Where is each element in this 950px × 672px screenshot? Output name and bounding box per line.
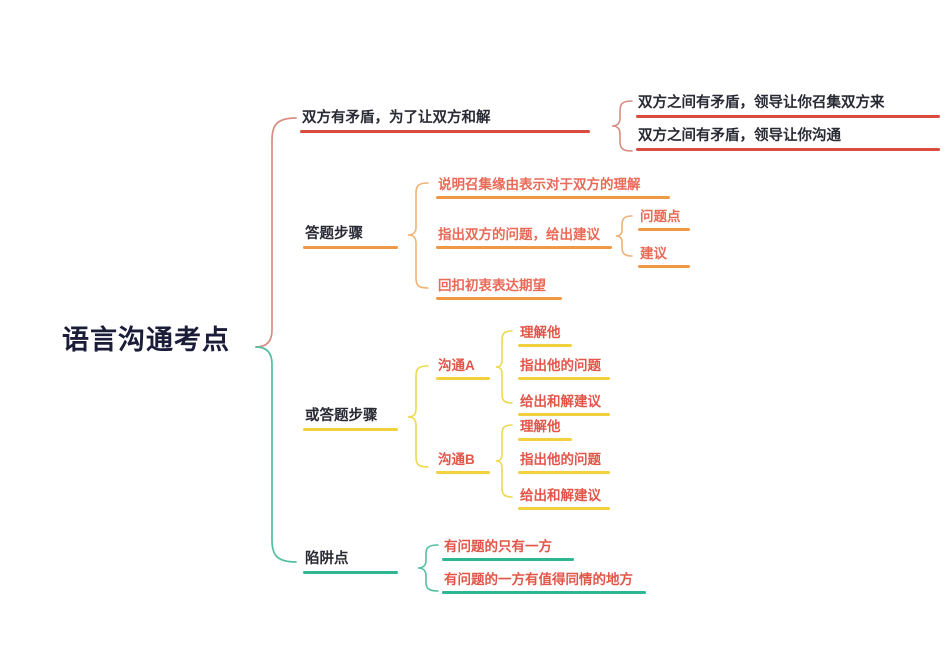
- branch-2-child-2-label: 指出双方的问题，给出建议: [438, 227, 600, 242]
- branch-4-underline: [303, 570, 398, 574]
- branch-4-child-1-underline: [442, 557, 574, 561]
- branch-2-child-2-sub-2-label: 建议: [640, 246, 667, 261]
- branch-4-brace: [417, 544, 439, 592]
- branch-3-child-1-node[interactable]: 沟通A: [436, 358, 490, 380]
- branch-3-child-1-sub-3-label: 给出和解建议: [520, 394, 601, 409]
- branch-3-child-2-sub-2-underline: [518, 470, 610, 474]
- branch-3-child-2-sub-2-label: 指出他的问题: [520, 452, 601, 467]
- root-brace-lower: [255, 346, 297, 563]
- branch-3-child-1-underline: [436, 376, 490, 380]
- branch-3-child-2-label: 沟通B: [438, 452, 475, 467]
- branch-3-child-2-node[interactable]: 沟通B: [436, 452, 490, 474]
- branch-2-child-1-underline: [436, 195, 670, 199]
- branch-2-child-1-label: 说明召集缘由表示对于双方的理解: [438, 177, 641, 192]
- branch-2-child-3-node[interactable]: 回扣初衷表达期望: [436, 278, 562, 300]
- branch-3-child-1-sub-1-underline: [518, 343, 572, 347]
- branch-1-child-1-label: 双方之间有矛盾，领导让你召集双方来: [638, 95, 885, 111]
- branch-3-child-1-sub-3-underline: [518, 412, 610, 416]
- branch-2-child-2-sub-1-underline: [638, 227, 690, 231]
- branch-3-child-2-sub-3-underline: [518, 506, 610, 510]
- branch-2-child-2-node[interactable]: 指出双方的问题，给出建议: [436, 227, 612, 249]
- branch-1-node[interactable]: 双方有矛盾，为了让双方和解: [300, 110, 590, 133]
- root-node-label: 语言沟通考点: [62, 325, 230, 355]
- branch-2-child-2-sub-2-node[interactable]: 建议: [638, 246, 690, 268]
- branch-3-child-2-brace: [495, 424, 513, 498]
- branch-2-child-2-brace: [615, 215, 633, 257]
- branch-3-child-1-label: 沟通A: [438, 358, 475, 373]
- branch-2-child-3-underline: [436, 296, 562, 300]
- branch-3-child-1-sub-2-label: 指出他的问题: [520, 358, 601, 373]
- branch-1-child-2-underline: [636, 147, 940, 151]
- branch-2-label: 答题步骤: [305, 226, 363, 242]
- branch-4-child-2-underline: [442, 590, 646, 594]
- branch-3-child-2-sub-3-label: 给出和解建议: [520, 488, 601, 503]
- branch-3-child-1-sub-1-node[interactable]: 理解他: [518, 325, 572, 347]
- branch-3-child-2-sub-3-node[interactable]: 给出和解建议: [518, 488, 610, 510]
- branch-4-child-2-node[interactable]: 有问题的一方有值得同情的地方: [442, 572, 646, 594]
- branch-3-child-2-underline: [436, 470, 490, 474]
- branch-2-node[interactable]: 答题步骤: [303, 226, 398, 249]
- branch-2-child-1-node[interactable]: 说明召集缘由表示对于双方的理解: [436, 177, 670, 199]
- branch-4-label: 陷阱点: [305, 551, 349, 567]
- branch-2-child-3-label: 回扣初衷表达期望: [438, 278, 546, 293]
- branch-2-child-2-sub-1-node[interactable]: 问题点: [638, 209, 690, 231]
- branch-1-child-1-node[interactable]: 双方之间有矛盾，领导让你召集双方来: [636, 95, 940, 118]
- branch-2-child-2-sub-1-label: 问题点: [640, 209, 681, 224]
- branch-3-child-1-brace: [495, 330, 513, 404]
- root-brace-upper: [255, 117, 297, 348]
- branch-3-underline: [303, 427, 398, 431]
- branch-3-child-2-sub-1-label: 理解他: [520, 419, 561, 434]
- branch-3-child-1-sub-1-label: 理解他: [520, 325, 561, 340]
- branch-1-brace: [611, 100, 633, 152]
- branch-3-child-2-sub-2-node[interactable]: 指出他的问题: [518, 452, 610, 474]
- branch-3-child-1-sub-3-node[interactable]: 给出和解建议: [518, 394, 610, 416]
- branch-1-underline: [300, 129, 590, 133]
- branch-4-child-2-label: 有问题的一方有值得同情的地方: [444, 572, 633, 587]
- branch-3-child-2-sub-1-node[interactable]: 理解他: [518, 419, 572, 441]
- branch-3-brace: [407, 365, 429, 468]
- branch-3-child-1-sub-2-node[interactable]: 指出他的问题: [518, 358, 610, 380]
- branch-3-node[interactable]: 或答题步骤: [303, 408, 398, 431]
- branch-3-child-1-sub-2-underline: [518, 376, 610, 380]
- branch-3-label: 或答题步骤: [305, 408, 378, 424]
- branch-4-child-1-label: 有问题的只有一方: [444, 539, 552, 554]
- branch-4-node[interactable]: 陷阱点: [303, 551, 398, 574]
- branch-1-child-2-node[interactable]: 双方之间有矛盾，领导让你沟通: [636, 128, 940, 151]
- branch-3-child-2-sub-1-underline: [518, 437, 572, 441]
- branch-1-child-2-label: 双方之间有矛盾，领导让你沟通: [638, 128, 841, 144]
- branch-2-underline: [303, 245, 398, 249]
- branch-2-child-2-sub-2-underline: [638, 264, 690, 268]
- branch-1-label: 双方有矛盾，为了让双方和解: [302, 110, 491, 126]
- branch-2-brace: [407, 182, 429, 289]
- branch-4-child-1-node[interactable]: 有问题的只有一方: [442, 539, 574, 561]
- branch-2-child-2-underline: [436, 245, 612, 249]
- root-node[interactable]: 语言沟通考点: [60, 325, 232, 359]
- branch-1-child-1-underline: [636, 114, 940, 118]
